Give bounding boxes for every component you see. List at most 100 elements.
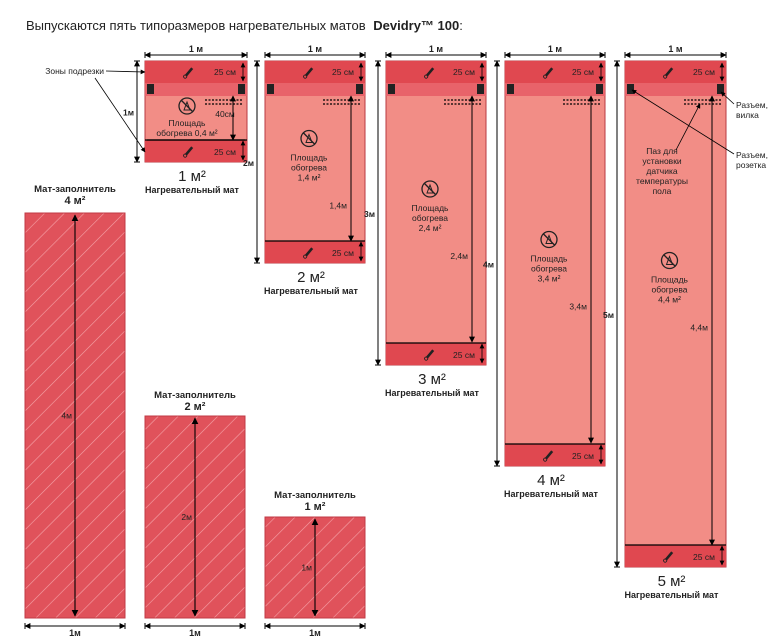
width-label: 1 м [429, 44, 444, 54]
socket-connector [627, 84, 634, 94]
plug-connector [717, 84, 724, 94]
cut-prohibited-icon-scissors [545, 234, 553, 244]
width-label: 1 м [548, 44, 563, 54]
zone-label-top: 25 см [453, 67, 475, 77]
scissors-icon [663, 67, 674, 79]
cut-prohibited-icon-ring [300, 129, 318, 148]
heated-length-label: 3,4м [569, 302, 587, 312]
filler-length-label: 4м [61, 411, 72, 421]
area-label: Площадь [168, 118, 206, 128]
filler-title: Мат-заполнитель [34, 184, 116, 195]
mat-top-zone [386, 61, 486, 83]
callout-sensor-slot: температуры [636, 176, 688, 186]
area-label: обогрева [291, 163, 327, 173]
cut-prohibited-icon-scissors [305, 133, 313, 143]
zone-label-bottom: 25 см [572, 451, 594, 461]
callout-sensor-slot: Паз для [646, 146, 678, 156]
area-label: 4,4 м² [658, 295, 681, 305]
socket-connector [507, 84, 514, 94]
cut-prohibited-icon-bar [423, 182, 437, 196]
socket-connector [147, 84, 154, 94]
scissors-icon-grip [183, 153, 188, 158]
mat-bottom-zone [505, 444, 605, 466]
scissors-icon-grip [424, 74, 429, 79]
length-label: 2м [243, 158, 254, 168]
mat-bottom-zone [386, 343, 486, 365]
scissors-icon-blade [544, 450, 554, 460]
cut-prohibited-icon [421, 180, 439, 198]
area-label: Площадь [651, 275, 689, 285]
cut-prohibited-icon-scissors [183, 100, 191, 111]
heading-brand: Devidry™ 100 [373, 18, 460, 33]
mat-top-zone [145, 61, 247, 83]
filler-size-caption: 4 м² [65, 195, 86, 207]
mat-top-zone [505, 61, 605, 83]
callout-sensor-leader [675, 103, 701, 151]
scissors-icon-grip [183, 74, 188, 79]
scissors-icon [663, 551, 674, 563]
callout-plug: Разъем, [736, 100, 768, 110]
length-label: 3м [364, 209, 375, 219]
scissors-icon-blade [664, 551, 674, 561]
scissors-icon [303, 67, 314, 79]
zone-label-bottom: 25 см [332, 248, 354, 258]
mat-subtitle: Нагревательный мат [385, 388, 480, 398]
cut-prohibited-icon [660, 251, 679, 270]
scissors-icon [183, 146, 194, 158]
mat-subtitle: Нагревательный мат [504, 489, 599, 499]
mat-connector-band [386, 83, 486, 96]
heading-text: Выпускаются пять типоразмеров нагревател… [26, 18, 366, 33]
callout-trim-zones-leader [105, 69, 146, 75]
mat-connector-band [265, 83, 365, 96]
scissors-icon-blade [184, 67, 194, 77]
length-label: 4м [483, 260, 494, 270]
area-label: обогрева 0,4 м² [156, 128, 217, 138]
callout-socket: розетка [736, 160, 766, 170]
socket-connector [267, 84, 274, 94]
area-label: Площадь [290, 153, 328, 163]
mat-subtitle: Нагревательный мат [625, 590, 720, 600]
heated-length-label: 2,4м [450, 251, 468, 261]
scissors-icon-blade [304, 67, 314, 77]
mat-bottom-zone [145, 140, 247, 162]
area-label: обогрева [651, 285, 687, 295]
mat-subtitle: Нагревательный мат [145, 185, 240, 195]
mat-connector-band [625, 83, 726, 96]
cut-prohibited-icon-scissors [665, 255, 674, 265]
scissors-icon-grip [663, 74, 668, 79]
cut-prohibited-icon-ring [178, 97, 196, 115]
scissors-icon-blade [425, 67, 435, 77]
page-heading: Выпускаются пять типоразмеров нагревател… [26, 18, 463, 33]
cut-prohibited-icon [300, 129, 318, 148]
plug-connector [356, 84, 363, 94]
cut-prohibited-icon-bar [663, 254, 676, 267]
scissors-icon [183, 67, 194, 79]
heated-length-label: 4,4м [690, 323, 708, 333]
heading-suffix: : [459, 18, 463, 33]
callout-trim-zones-leader-2 [94, 77, 146, 153]
scissors-icon-blade [664, 67, 674, 77]
cut-prohibited-icon [540, 230, 558, 249]
filler-width-label: 1м [69, 628, 81, 638]
callout-socket-leader [631, 89, 735, 155]
callout-sensor-slot: пола [653, 186, 672, 196]
callout-plug: вилка [736, 110, 759, 120]
scissors-icon-blade [184, 146, 194, 156]
cut-prohibited-icon-bar [180, 99, 194, 113]
callout-trim-zones: Зоны подрезки [45, 66, 104, 76]
scissors-icon [424, 67, 435, 79]
mat-connector-band [145, 83, 247, 96]
area-label: обогрева [412, 213, 448, 223]
mat-size-caption: 2 м² [297, 269, 325, 286]
area-label: 3,4 м² [538, 274, 561, 284]
filler-size-caption: 1 м² [305, 501, 326, 513]
heated-length-label: 40см [215, 109, 235, 119]
zone-label-top: 25 см [214, 67, 236, 77]
scissors-icon [543, 67, 554, 79]
